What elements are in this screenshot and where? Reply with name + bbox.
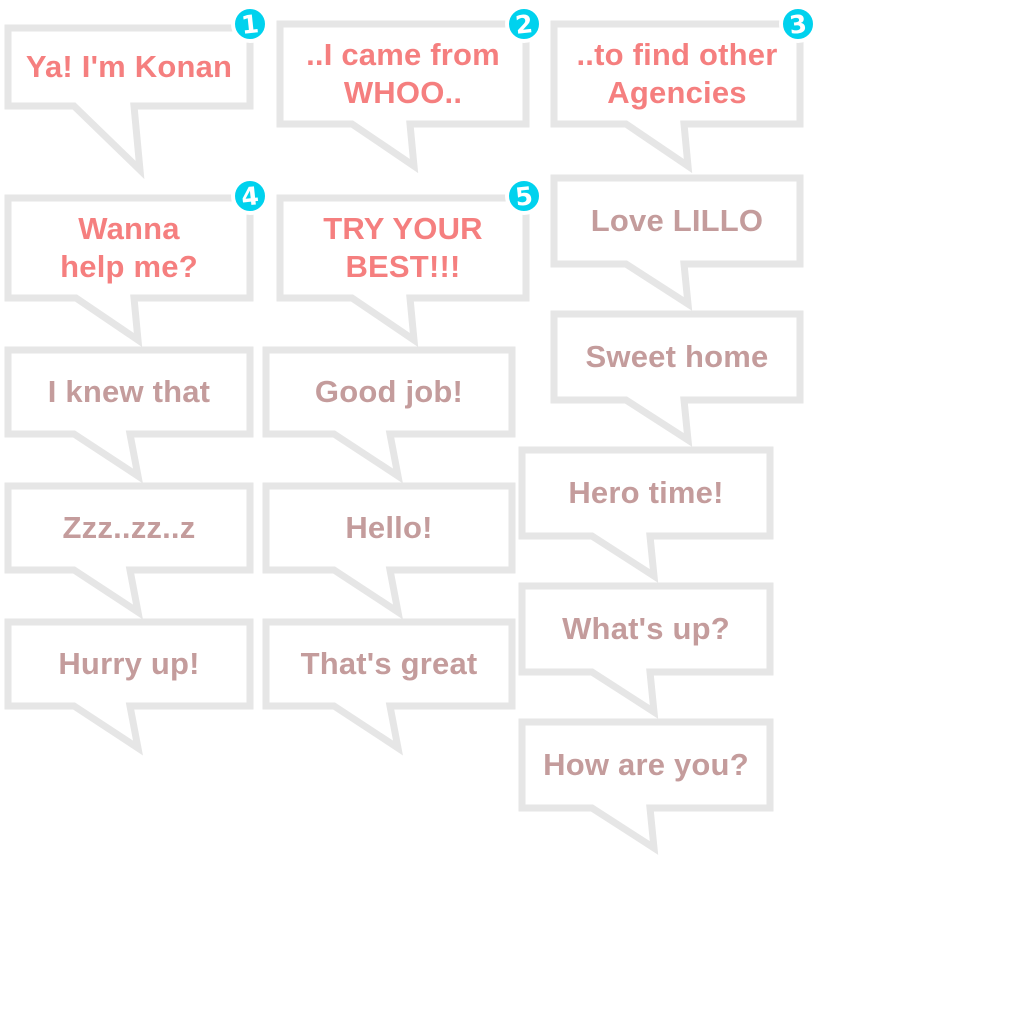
bubble-text: Good job! [314,374,464,409]
speech-bubble-came-from: ..I came from WHOO.. [276,20,530,174]
speech-bubble-hello: Hello! [262,482,516,620]
speech-bubble-hurry-up: Hurry up! [4,618,254,756]
bubble-shape [550,310,804,447]
speech-bubble-how-are-you: How are you? [518,718,774,855]
bubble-shape [550,174,804,311]
number-badge-2: 2 [504,4,544,44]
bubble-shape [262,346,516,484]
bubble-text: ..I came from WHOO.. [306,37,500,110]
bubble-text: TRY YOUR BEST!!! [323,211,483,284]
bubble-text: What's up? [562,611,730,646]
number-badge-3: 3 [778,4,818,44]
badge-number: 2 [513,8,535,40]
badge-circle [505,5,543,43]
bubble-text: Zzz..zz..z [62,510,196,545]
badge-number: 4 [239,180,261,212]
bubble-shape [518,446,774,583]
speech-bubble-wanna-help: Wanna help me? [4,194,254,348]
speech-bubble-try-your-best: TRY YOUR BEST!!! [276,194,530,348]
bubble-text: Hello! [345,510,433,545]
bubble-text: Love LILLO [590,203,764,238]
badge-circle [231,177,269,215]
bubble-shape [4,482,254,620]
speech-bubble-sweet-home: Sweet home [550,310,804,447]
bubble-text: Hero time! [568,475,724,510]
bubble-text: I knew that [47,374,211,409]
bubble-text: That's great [300,646,478,681]
bubble-shape [4,346,254,484]
bubble-text: Wanna help me? [60,211,198,284]
bubble-shape [262,482,516,620]
bubble-shape [518,582,774,719]
speech-bubble-good-job: Good job! [262,346,516,484]
bubble-shape [262,618,516,756]
speech-bubble-i-knew-that: I knew that [4,346,254,484]
number-badge-5: 5 [504,176,544,216]
speech-bubble-love-lillo: Love LILLO [550,174,804,311]
speech-bubble-hero-time: Hero time! [518,446,774,583]
badge-number: 5 [513,180,535,212]
badge-circle [231,5,269,43]
speech-bubble-thats-great: That's great [262,618,516,756]
bubble-text: Sweet home [585,339,769,374]
badge-number: 3 [787,8,809,40]
speech-bubble-whats-up: What's up? [518,582,774,719]
badge-number: 1 [239,8,261,40]
badge-circle [779,5,817,43]
bubble-text: Ya! I'm Konan [25,49,233,84]
speech-bubble-zzz: Zzz..zz..z [4,482,254,620]
bubble-shape [518,718,774,855]
number-badge-4: 4 [230,176,270,216]
bubble-text: ..to find other Agencies [576,37,778,110]
speech-bubble-find-agencies: ..to find other Agencies [550,20,804,174]
bubble-text: How are you? [543,747,749,782]
speech-bubble-konan: Ya! I'm Konan [4,24,254,180]
number-badge-1: 1 [230,4,270,44]
badge-circle [505,177,543,215]
bubble-text: Hurry up! [58,646,200,681]
bubble-shape [4,618,254,756]
